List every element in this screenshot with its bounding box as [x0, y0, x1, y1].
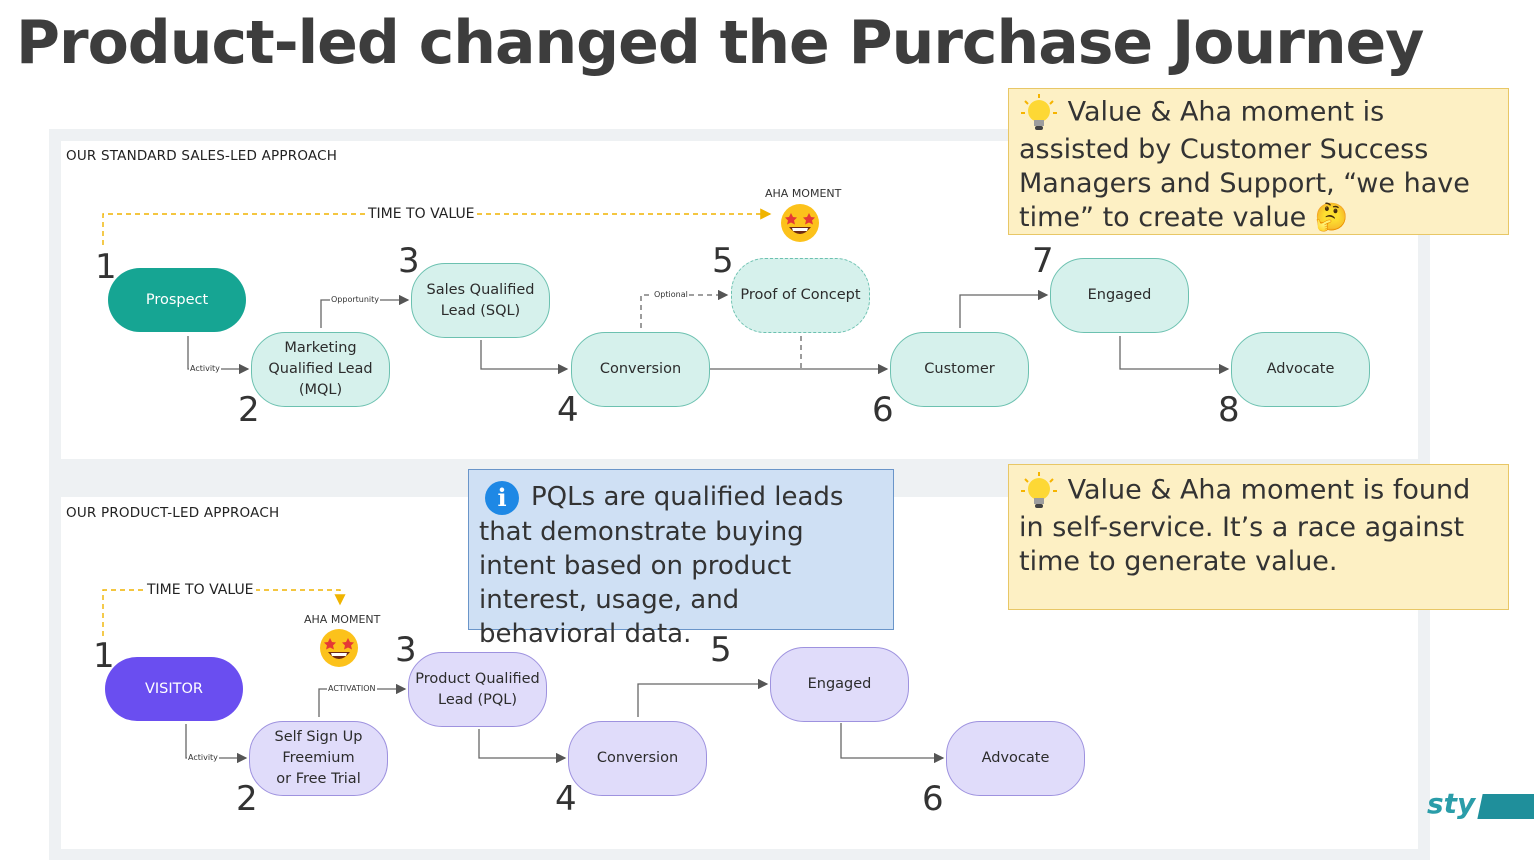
lightbulb-icon [1021, 94, 1057, 130]
page-title: Product-led changed the Purchase Journey [16, 8, 1424, 78]
node-customer: Customer [890, 332, 1029, 407]
step-number: 5 [712, 241, 734, 281]
brand-logo-text: sty [1427, 787, 1476, 820]
step-number: 2 [238, 390, 260, 430]
node-label: or Free Trial [276, 771, 361, 787]
node-label: (MQL) [298, 382, 343, 398]
time-to-value-label: TIME TO VALUE [145, 582, 256, 598]
product-led-note: Value & Aha moment is found in self-serv… [1008, 464, 1509, 610]
node-label: Lead (PQL) [438, 691, 517, 708]
node-label: Freemium [282, 750, 355, 766]
step-number: 5 [710, 630, 732, 670]
node-label: Advocate [981, 750, 1050, 766]
node-label: Engaged [807, 676, 872, 692]
node-engaged: Engaged [1050, 258, 1189, 333]
step-number: 6 [922, 779, 944, 819]
lightbulb-icon [1021, 472, 1057, 508]
node-label: Lead (SQL) [440, 302, 521, 319]
opportunity-edge-label: Opportunity [330, 295, 381, 304]
step-number: 6 [872, 390, 894, 430]
node-label: Sales Qualified [426, 281, 535, 298]
info-text: PQLs are qualified leads that demonstrat… [479, 482, 844, 649]
thinking-emoji-icon: 🤔 [1314, 202, 1349, 233]
star-struck-emoji-icon [320, 629, 358, 667]
activity-edge-label: Activity [189, 364, 221, 373]
aha-moment-label: AHA MOMENT [304, 613, 381, 626]
node-label: Prospect [145, 291, 209, 308]
node-prospect: Prospect [108, 268, 246, 332]
step-number: 3 [398, 241, 420, 281]
node-engaged: Engaged [770, 647, 909, 722]
node-visitor: VISITOR [105, 657, 243, 721]
node-label: Customer [924, 361, 995, 377]
node-label: Product Qualified [415, 670, 540, 687]
time-to-value-label: TIME TO VALUE [366, 206, 477, 222]
step-number: 8 [1218, 390, 1240, 430]
step-number: 4 [557, 390, 579, 430]
star-struck-emoji-icon [781, 204, 819, 242]
node-advocate: Advocate [1231, 332, 1370, 407]
node-self-sign-up: Self Sign Up Freemium or Free Trial [249, 721, 388, 796]
step-number: 1 [95, 247, 117, 287]
info-icon: i [485, 480, 519, 515]
optional-edge-label: Optional [653, 290, 689, 299]
node-proof-of-concept: Proof of Concept [731, 258, 870, 333]
node-advocate: Advocate [946, 721, 1085, 796]
node-conversion: Conversion [571, 332, 710, 407]
product-led-label: OUR PRODUCT-LED APPROACH [66, 505, 280, 521]
activation-edge-label: ACTIVATION [327, 684, 377, 693]
step-number: 3 [395, 630, 417, 670]
node-label: Engaged [1087, 287, 1152, 303]
aha-moment-label: AHA MOMENT [765, 187, 842, 200]
note-text: Value & Aha moment is found in self-serv… [1019, 474, 1471, 578]
note-text: Value & Aha moment is assisted by Custom… [1019, 96, 1470, 234]
node-label: Self Sign Up [274, 729, 363, 745]
node-label: Proof of Concept [740, 287, 861, 303]
node-label: Conversion [596, 750, 679, 766]
node-conversion: Conversion [568, 721, 707, 796]
sales-led-label: OUR STANDARD SALES-LED APPROACH [66, 148, 338, 164]
step-number: 1 [93, 636, 115, 676]
node-label: VISITOR [144, 680, 204, 697]
node-label: Qualified Lead [268, 361, 373, 377]
activity-edge-label: Activity [187, 753, 219, 762]
node-label: Conversion [599, 361, 682, 377]
brand-logo-bar [1477, 794, 1534, 819]
sales-led-note: Value & Aha moment is assisted by Custom… [1008, 88, 1509, 235]
node-label: Marketing [284, 340, 357, 356]
step-number: 4 [555, 779, 577, 819]
node-label: Advocate [1266, 361, 1335, 377]
step-number: 2 [236, 779, 258, 819]
step-number: 7 [1032, 241, 1054, 281]
